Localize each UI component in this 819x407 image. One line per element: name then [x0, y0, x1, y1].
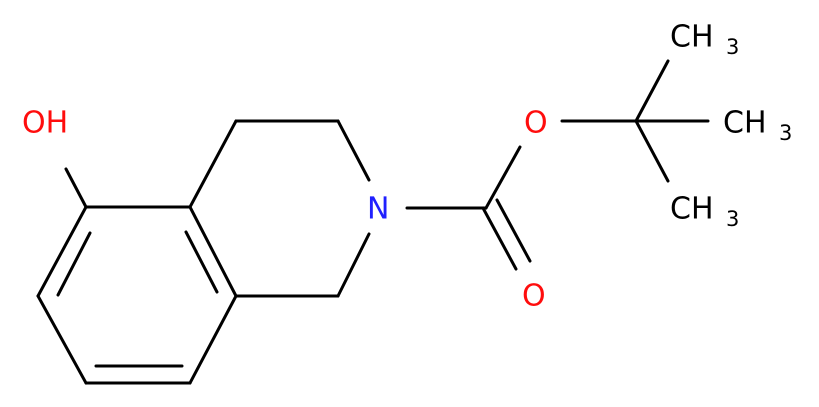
- double-bond-c6-c5: [56, 231, 92, 297]
- bond-c4a-c8a: [188, 205, 238, 298]
- ester-oxygen-label: O: [524, 106, 548, 141]
- methyl-top-text: CH: [670, 20, 714, 55]
- methyl-bottom-subscript: 3: [726, 207, 739, 231]
- bond-n-c1: [336, 232, 371, 298]
- bond-c5-oh: [64, 167, 88, 209]
- nitrogen-label: N: [367, 192, 389, 227]
- hydroxyl-label: OH: [22, 106, 68, 141]
- methyl-bottom-text: CH: [670, 192, 714, 227]
- methyl-right-subscript: 3: [779, 121, 792, 145]
- benzene-ring: [36, 205, 238, 385]
- bond-c7-c6: [36, 294, 88, 385]
- methyl-right-text: CH: [723, 106, 767, 141]
- bond-c3-n: [336, 119, 371, 182]
- methyl-right-label: CH 3: [723, 106, 792, 146]
- bond-c4a-c4: [188, 119, 238, 209]
- carbonyl-oxygen-label: O: [522, 279, 546, 314]
- double-bond-c4a-c8a: [184, 230, 219, 294]
- methyl-bottom-label: CH 3: [670, 192, 739, 232]
- methyl-top-label: CH 3: [670, 20, 739, 60]
- methyl-top-subscript: 3: [726, 35, 739, 59]
- bond-carbonyl-ester-o: [484, 145, 522, 210]
- carbonyl-double-bond-b: [495, 198, 532, 263]
- bond-tbutyl-methyl-top: [634, 59, 670, 123]
- bond-c8a-c8: [188, 294, 238, 385]
- piperidine-ring: [188, 119, 371, 298]
- boc-group: [405, 59, 710, 271]
- carbonyl-double-bond-a: [481, 206, 518, 271]
- bond-c6-c5: [36, 205, 88, 298]
- bond-tbutyl-methyl-bottom: [634, 119, 670, 183]
